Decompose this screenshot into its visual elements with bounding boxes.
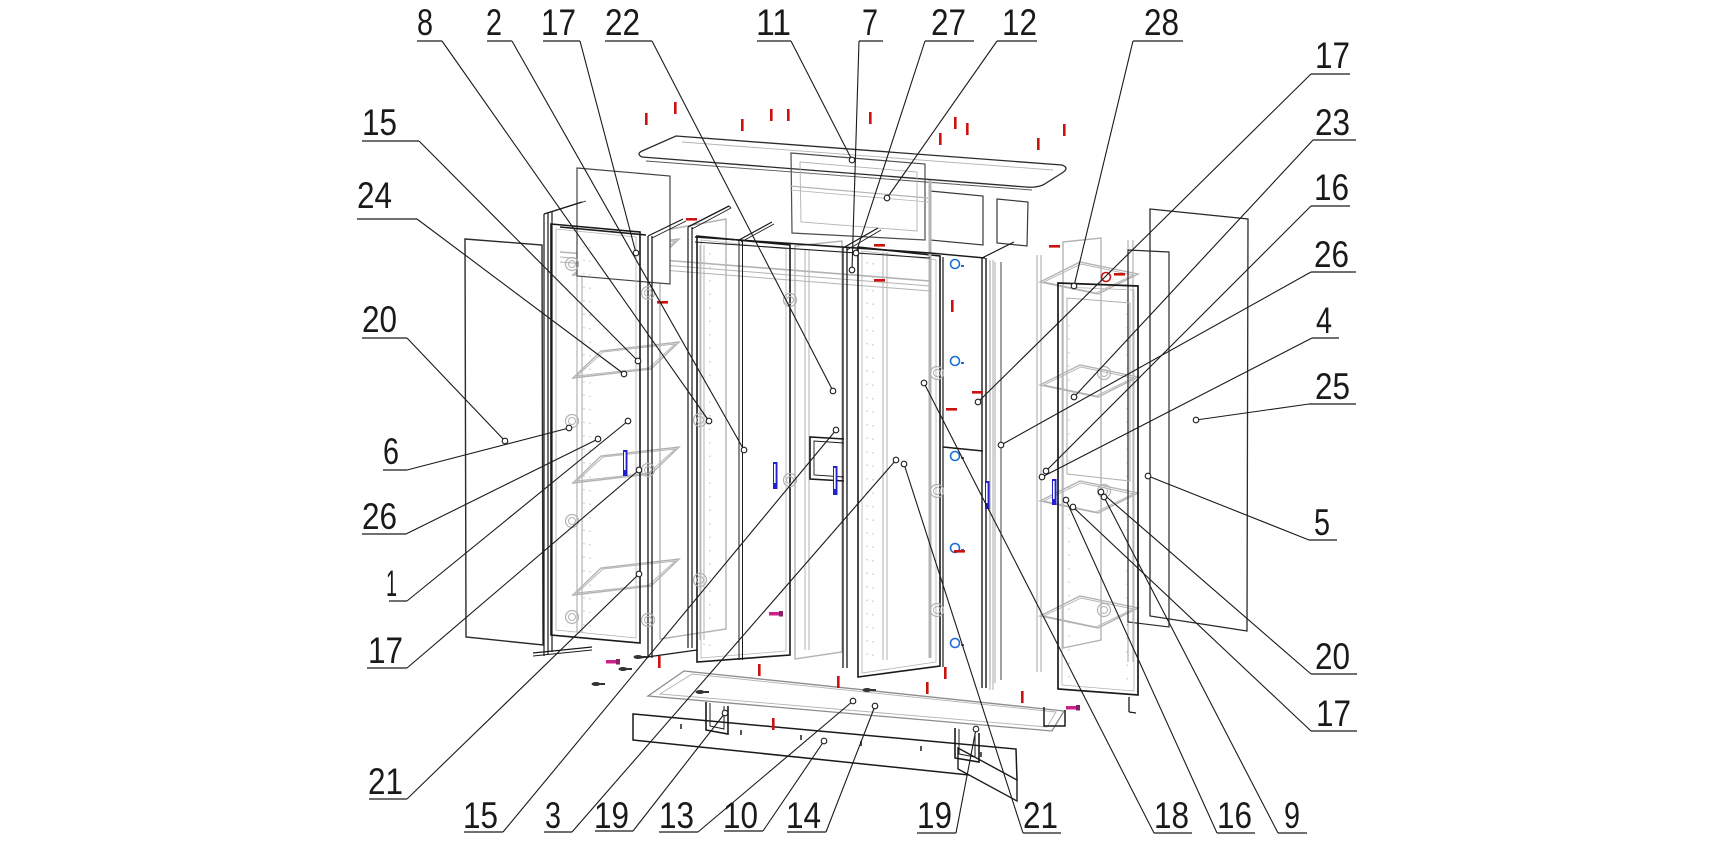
svg-text:12: 12: [1002, 2, 1037, 43]
svg-text:9: 9: [1284, 795, 1300, 836]
svg-text:4: 4: [1316, 300, 1332, 341]
svg-text:10: 10: [723, 795, 758, 836]
svg-text:18: 18: [1154, 795, 1189, 836]
svg-text:15: 15: [362, 102, 397, 143]
svg-text:17: 17: [1316, 693, 1351, 734]
svg-text:17: 17: [368, 630, 403, 671]
svg-text:14: 14: [786, 795, 821, 836]
svg-text:1: 1: [386, 563, 397, 604]
svg-text:2: 2: [486, 2, 502, 43]
svg-text:28: 28: [1144, 2, 1179, 43]
svg-text:5: 5: [1314, 502, 1330, 543]
svg-text:27: 27: [931, 2, 966, 43]
svg-text:20: 20: [1315, 636, 1350, 677]
svg-text:7: 7: [862, 2, 878, 43]
svg-text:13: 13: [659, 795, 694, 836]
svg-text:24: 24: [357, 175, 392, 216]
svg-text:19: 19: [594, 795, 629, 836]
svg-text:17: 17: [541, 2, 576, 43]
svg-text:21: 21: [1023, 795, 1058, 836]
svg-text:20: 20: [362, 299, 397, 340]
svg-text:17: 17: [1315, 35, 1350, 76]
svg-text:26: 26: [1314, 234, 1349, 275]
svg-text:16: 16: [1314, 167, 1349, 208]
svg-text:8: 8: [417, 2, 433, 43]
svg-text:25: 25: [1315, 366, 1350, 407]
svg-text:19: 19: [917, 795, 952, 836]
svg-text:16: 16: [1217, 795, 1252, 836]
svg-text:26: 26: [362, 496, 397, 537]
svg-text:23: 23: [1315, 102, 1350, 143]
svg-text:21: 21: [368, 761, 403, 802]
svg-text:3: 3: [545, 795, 561, 836]
svg-text:15: 15: [463, 795, 498, 836]
svg-text:11: 11: [756, 2, 791, 43]
svg-text:22: 22: [605, 2, 640, 43]
svg-text:6: 6: [383, 431, 399, 472]
